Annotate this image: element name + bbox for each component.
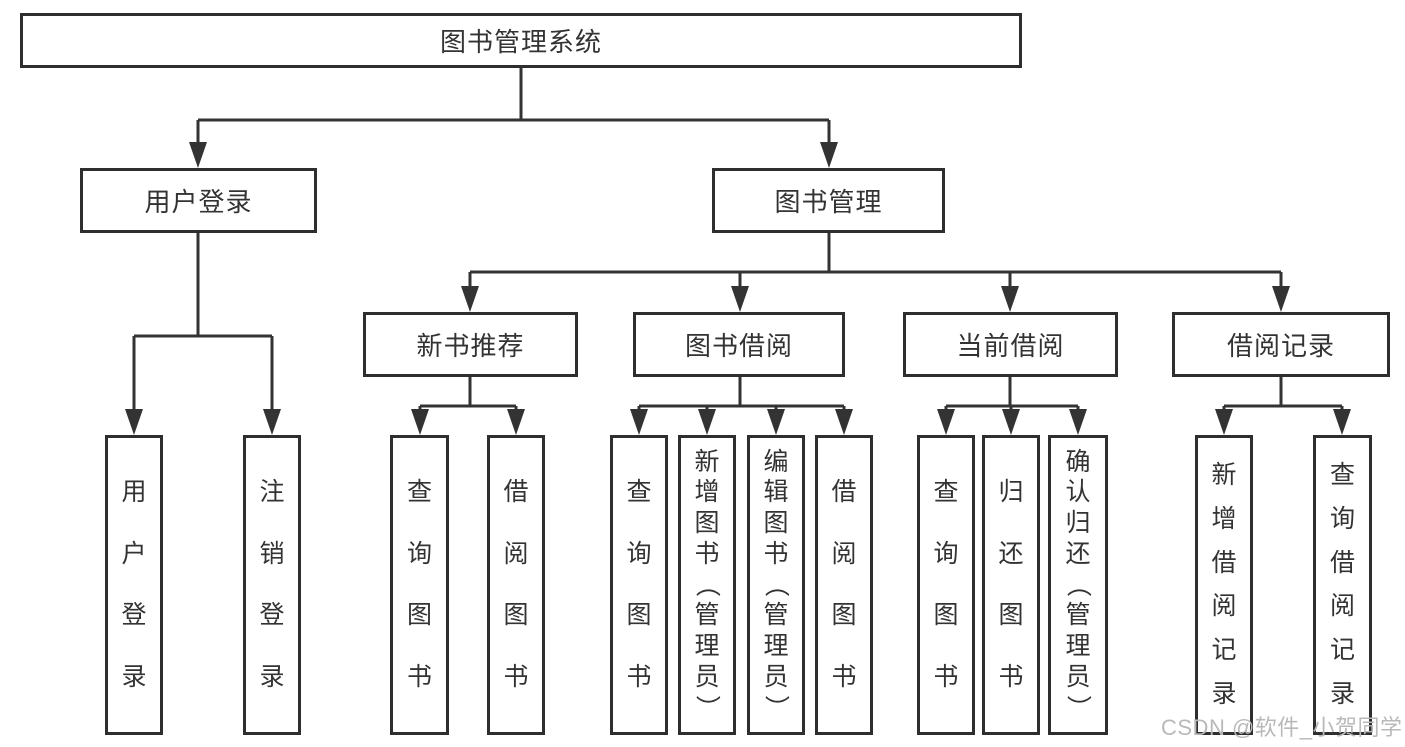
leaf-logout: 注销登录 — [243, 435, 301, 735]
leaf-edit-book-admin: 编辑图书（管理员） — [747, 435, 805, 735]
arrowhead — [1333, 409, 1351, 435]
node-book-management: 图书管理 — [712, 168, 945, 233]
node-library-management-system: 图书管理系统 — [20, 13, 1022, 68]
leaf-query-books: 查询图书 — [917, 435, 975, 735]
leaf-borrow-books: 借阅图书 — [815, 435, 873, 735]
arrowhead — [1002, 409, 1020, 435]
arrowhead — [461, 286, 479, 312]
arrowhead — [630, 409, 648, 435]
arrowhead — [731, 286, 749, 312]
leaf-add-book-admin: 新增图书（管理员） — [678, 435, 736, 735]
node-book-borrowing: 图书借阅 — [633, 312, 845, 377]
arrowhead — [263, 409, 281, 435]
arrowhead — [767, 409, 785, 435]
leaf-query-books: 查询图书 — [390, 435, 449, 735]
node-current-borrowing: 当前借阅 — [903, 312, 1118, 377]
leaf-borrow-books: 借阅图书 — [487, 435, 545, 735]
arrowhead — [698, 409, 716, 435]
arrowhead — [835, 409, 853, 435]
arrowhead — [507, 409, 525, 435]
arrowhead — [937, 409, 955, 435]
arrowhead — [820, 142, 838, 168]
leaf-add-borrow-record: 新增借阅记录 — [1195, 435, 1253, 735]
leaf-query-borrow-record: 查询借阅记录 — [1313, 435, 1372, 735]
arrowhead — [1215, 409, 1233, 435]
arrowhead — [411, 409, 429, 435]
leaf-query-books: 查询图书 — [610, 435, 668, 735]
arrowhead — [1001, 286, 1019, 312]
node-user-login: 用户登录 — [80, 168, 317, 233]
node-new-book-recommendation: 新书推荐 — [363, 312, 578, 377]
leaf-return-books: 归还图书 — [982, 435, 1040, 735]
csdn-watermark: CSDN @软件_小贺同学 — [1161, 715, 1403, 740]
arrowhead — [1069, 409, 1087, 435]
leaf-user-login: 用户登录 — [105, 435, 163, 735]
arrowhead — [189, 142, 207, 168]
leaf-confirm-return-admin: 确认归还（管理员） — [1048, 435, 1108, 735]
arrowhead — [1272, 286, 1290, 312]
arrowhead — [125, 409, 143, 435]
node-borrowing-records: 借阅记录 — [1172, 312, 1390, 377]
